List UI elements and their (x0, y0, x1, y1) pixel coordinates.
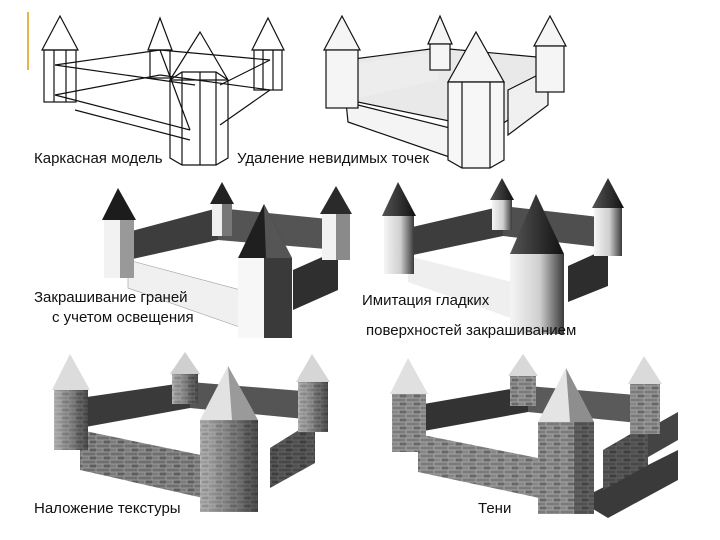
caption-wireframe: Каркасная модель (34, 150, 163, 167)
caption-smooth-line2: поверхностей закрашиванием (366, 322, 577, 339)
accent-bar (27, 12, 29, 70)
caption-flat-line2: с учетом освещения (52, 309, 194, 326)
shadows-castle-illustration (378, 350, 678, 520)
caption-hidden: Удаление невидимых точек (237, 150, 430, 167)
hidden-surface-castle-illustration (318, 10, 578, 170)
flat-shading-castle-illustration (98, 180, 368, 340)
texture-castle-illustration (40, 348, 340, 518)
caption-flat-line1: Закрашивание граней (34, 289, 188, 306)
smooth-shading-castle-illustration (378, 174, 638, 334)
wireframe-castle-illustration (30, 10, 300, 170)
caption-texture: Наложение текстуры (34, 500, 181, 517)
caption-shadows: Тени (478, 500, 512, 517)
caption-smooth-line1: Имитация гладких (362, 292, 490, 309)
